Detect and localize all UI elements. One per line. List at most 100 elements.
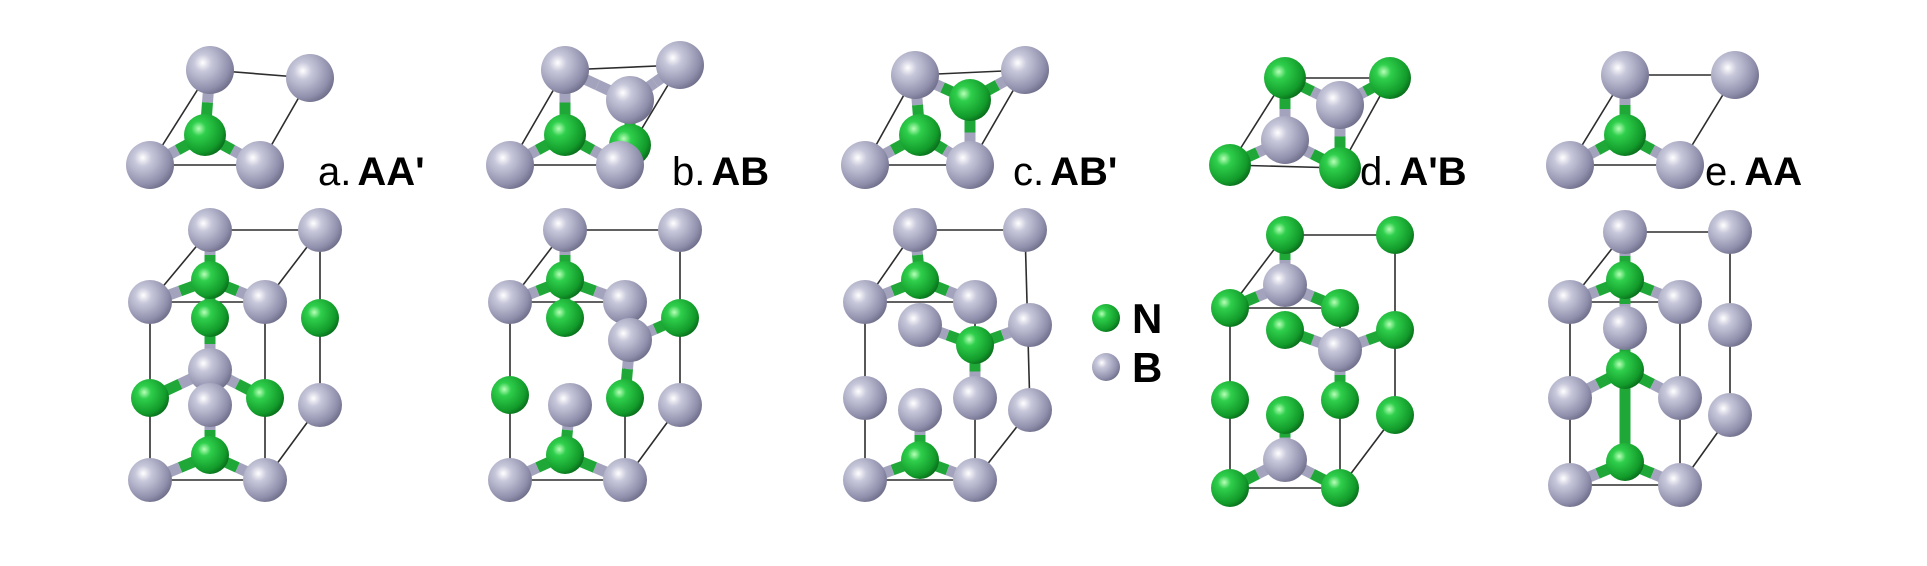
nitrogen-atom xyxy=(191,261,229,299)
boron-atom xyxy=(1263,263,1307,307)
boron-atom xyxy=(286,54,334,102)
boron-atom xyxy=(243,458,287,502)
boron-atom xyxy=(1263,438,1307,482)
structure-c-top-view xyxy=(841,46,1049,189)
nitrogen-atom xyxy=(661,299,699,337)
nitrogen-atom xyxy=(1604,114,1646,156)
structure-b-side-view xyxy=(488,208,702,502)
nitrogen-atom xyxy=(191,299,229,337)
boron-atom xyxy=(1708,210,1752,254)
boron-atom xyxy=(1001,46,1049,94)
nitrogen-atom xyxy=(1266,396,1304,434)
boron-atom xyxy=(298,383,342,427)
boron-atom xyxy=(1658,463,1702,507)
nitrogen-atom xyxy=(1321,381,1359,419)
nitrogen-atom xyxy=(1376,216,1414,254)
nitrogen-atom xyxy=(901,441,939,479)
nitrogen-atom xyxy=(1606,443,1644,481)
nitrogen-atom xyxy=(901,261,939,299)
nitrogen-atom xyxy=(491,376,529,414)
boron-atom xyxy=(1603,210,1647,254)
structure-a-side-view xyxy=(128,208,342,502)
boron-atom xyxy=(1318,328,1362,372)
boron-atom xyxy=(953,458,997,502)
label-c: c.AB' xyxy=(1013,150,1117,194)
nitrogen-atom xyxy=(1211,289,1249,327)
boron-atom xyxy=(128,458,172,502)
nitrogen-atom xyxy=(949,79,991,121)
boron-atom xyxy=(543,208,587,252)
boron-atom xyxy=(188,348,232,392)
boron-atom xyxy=(596,141,644,189)
boron-atom xyxy=(606,76,654,124)
boron-atom xyxy=(893,208,937,252)
label-a: a.AA' xyxy=(318,150,425,194)
boron-atom xyxy=(891,51,939,99)
boron-atom xyxy=(1316,81,1364,129)
label-b: b.AB xyxy=(672,150,769,194)
boron-atom xyxy=(1546,141,1594,189)
label-d: d.A'B xyxy=(1360,150,1467,194)
boron-atom xyxy=(236,141,284,189)
boron-atom xyxy=(1708,393,1752,437)
nitrogen-atom xyxy=(184,114,226,156)
nitrogen-atom xyxy=(546,261,584,299)
boron-atom xyxy=(1708,303,1752,347)
boron-atom xyxy=(1658,280,1702,324)
boron-atom xyxy=(188,208,232,252)
boron-atom xyxy=(898,388,942,432)
nitrogen-atom xyxy=(1209,144,1251,186)
structure-b-top-view xyxy=(486,41,704,189)
boron-atom xyxy=(1548,463,1592,507)
nitrogen-atom xyxy=(956,326,994,364)
nitrogen-atom xyxy=(1266,311,1304,349)
boron-atom xyxy=(128,280,172,324)
boron-atom xyxy=(186,46,234,94)
boron-atom xyxy=(298,208,342,252)
boron-atom xyxy=(1003,208,1047,252)
structure-c-side-view xyxy=(843,208,1052,502)
legend-n-swatch xyxy=(1092,304,1120,332)
boron-atom xyxy=(1658,376,1702,420)
legend-b-label: B xyxy=(1132,344,1162,391)
boron-atom xyxy=(541,46,589,94)
boron-atom xyxy=(843,376,887,420)
nitrogen-atom xyxy=(301,299,339,337)
boron-atom xyxy=(898,303,942,347)
boron-atom xyxy=(488,280,532,324)
nitrogen-atom xyxy=(1376,396,1414,434)
structure-d-top-view xyxy=(1209,57,1411,189)
boron-atom xyxy=(953,376,997,420)
legend-b-swatch xyxy=(1092,353,1120,381)
boron-atom xyxy=(608,318,652,362)
structure-c xyxy=(841,46,1052,502)
structure-b xyxy=(486,41,704,502)
legend-n-label: N xyxy=(1132,295,1162,342)
label-e: e.AA xyxy=(1705,150,1802,194)
nitrogen-atom xyxy=(191,436,229,474)
nitrogen-atom xyxy=(246,379,284,417)
boron-atom xyxy=(243,280,287,324)
boron-atom xyxy=(188,383,232,427)
boron-atom xyxy=(1261,116,1309,164)
nitrogen-atom xyxy=(1211,469,1249,507)
boron-atom xyxy=(1601,51,1649,99)
nitrogen-atom xyxy=(1321,469,1359,507)
nitrogen-atom xyxy=(546,299,584,337)
boron-atom xyxy=(1548,280,1592,324)
structure-e-top-view xyxy=(1546,51,1759,189)
boron-atom xyxy=(126,141,174,189)
boron-atom xyxy=(946,141,994,189)
boron-atom xyxy=(843,458,887,502)
nitrogen-atom xyxy=(1606,261,1644,299)
boron-atom xyxy=(486,141,534,189)
boron-atom xyxy=(603,280,647,324)
nitrogen-atom xyxy=(1264,57,1306,99)
boron-atom xyxy=(843,280,887,324)
boron-atom xyxy=(656,41,704,89)
nitrogen-atom xyxy=(1369,57,1411,99)
boron-atom xyxy=(548,383,592,427)
nitrogen-atom xyxy=(606,379,644,417)
nitrogen-atom xyxy=(1376,311,1414,349)
